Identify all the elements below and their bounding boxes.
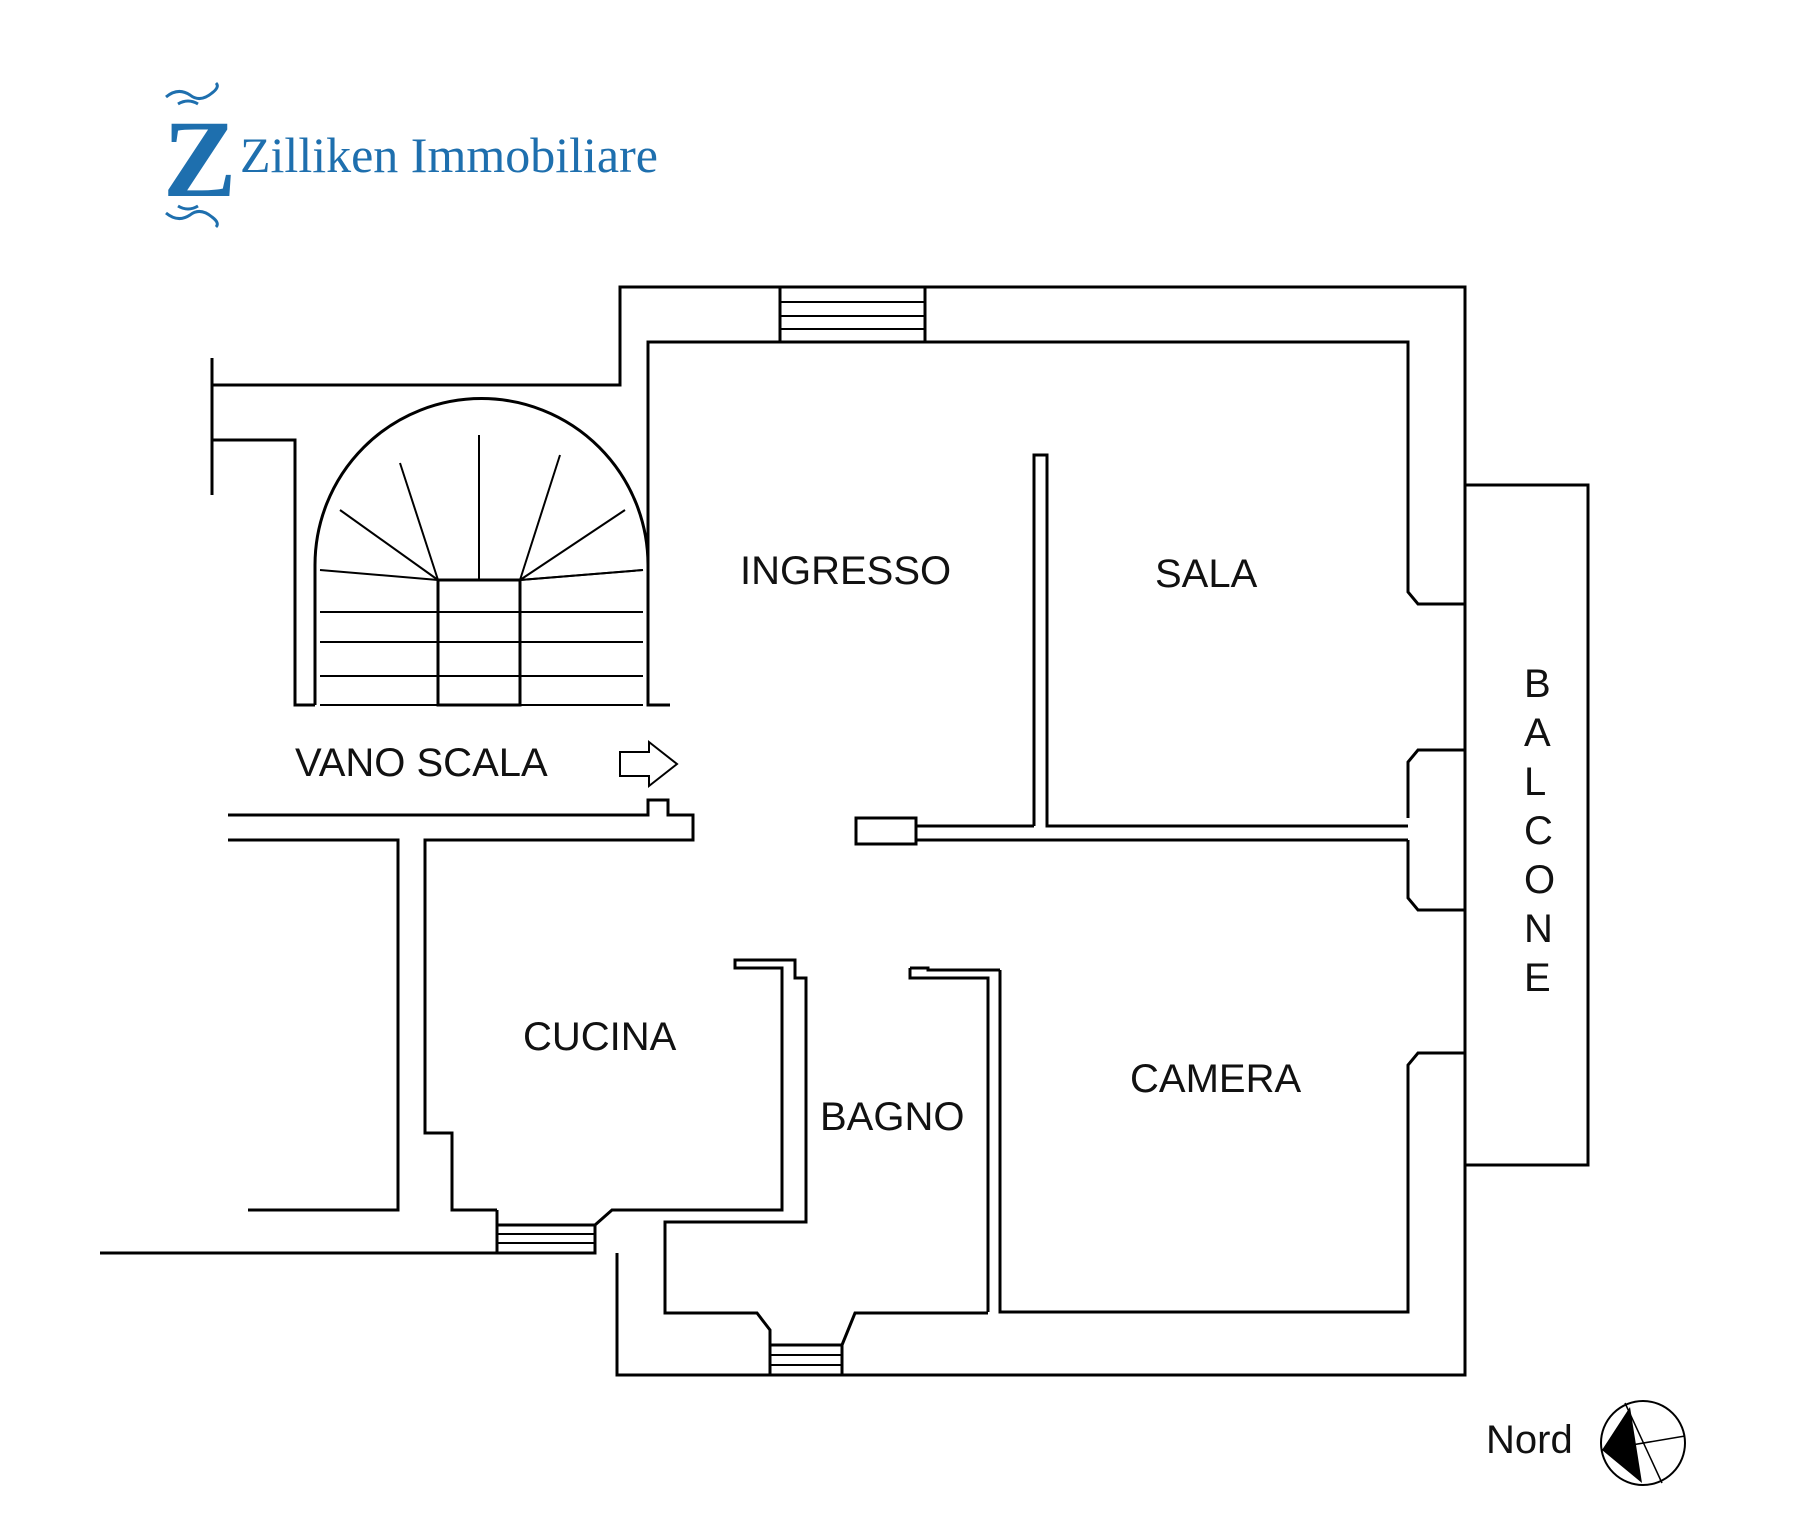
logo-name: Zilliken Immobiliare — [240, 127, 658, 183]
balcone-letter: O — [1524, 858, 1555, 902]
room-label-bagno: BAGNO — [820, 1095, 964, 1139]
window-cucina — [495, 958, 808, 1375]
room-label-ingresso: INGRESSO — [740, 549, 951, 593]
staircase-icon — [313, 397, 650, 707]
entry-arrow-icon — [619, 739, 679, 789]
walls — [100, 285, 1590, 1377]
logo-flourish-top-icon — [165, 81, 219, 106]
north-arrow-icon — [1600, 1400, 1686, 1486]
window-top — [778, 285, 927, 344]
brand-logo: Z Zilliken Immobiliare — [163, 81, 658, 229]
logo-letter: Z — [163, 98, 236, 220]
balcone-letter: A — [1524, 711, 1551, 755]
logo-flourish-bottom-icon — [165, 204, 219, 229]
room-label-vano-scala: VANO SCALA — [295, 741, 548, 785]
room-label-cucina: CUCINA — [523, 1015, 677, 1059]
balcone-letter: N — [1524, 907, 1553, 951]
balcone-letter: C — [1524, 809, 1553, 853]
balcone-letter: L — [1524, 760, 1546, 804]
room-label-camera: CAMERA — [1130, 1057, 1301, 1101]
window-bagno — [768, 1311, 988, 1377]
compass: Nord — [1486, 1400, 1686, 1486]
compass-label: Nord — [1486, 1418, 1573, 1462]
room-label-balcone: B A L C O N E — [1524, 662, 1555, 1000]
balcone-letter: E — [1524, 956, 1551, 1000]
room-label-sala: SALA — [1155, 552, 1258, 596]
balcone-letter: B — [1524, 662, 1551, 706]
